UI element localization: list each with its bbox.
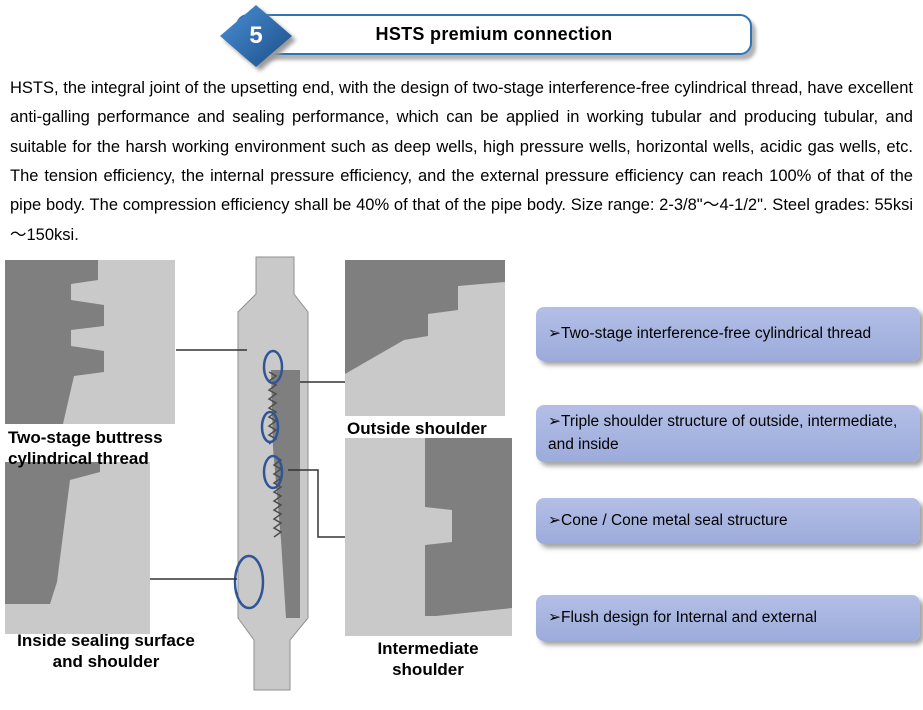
feature-text: ➢Two-stage interference-free cylindrical… <box>548 323 871 345</box>
feature-item-metal-seal: ➢Cone / Cone metal seal structure <box>536 498 920 545</box>
thread-profile-shape <box>5 260 104 425</box>
slide-header: HSTS premium connection 5 <box>0 0 923 72</box>
bullet-arrow-icon: ➢ <box>548 324 561 342</box>
feature-item-flush-design: ➢Flush design for Internal and external <box>536 595 920 642</box>
diamond-shape: 5 <box>220 5 292 67</box>
feature-label: Triple shoulder structure of outside, in… <box>548 413 898 453</box>
intermediate-shoulder-detail-image <box>345 438 512 637</box>
inside-seal-detail-image <box>5 462 150 635</box>
label-intermediate-line1: Intermediate <box>377 639 479 659</box>
highlight-ellipse-3 <box>262 454 284 490</box>
section-title-bar: HSTS premium connection <box>236 14 752 55</box>
section-number-badge: 5 <box>220 5 292 67</box>
feature-label: Flush design for Internal and external <box>561 608 817 626</box>
feature-label: Two-stage interference-free cylindrical … <box>561 324 872 342</box>
label-thread-line1: Two-stage buttress <box>8 428 163 448</box>
feature-text: ➢Flush design for Internal and external <box>548 607 817 629</box>
joint-cross-section-image <box>237 256 309 691</box>
label-inside-seal-line1: Inside sealing surface <box>17 631 195 651</box>
highlight-ellipse-2 <box>260 410 280 444</box>
highlight-ellipse-1 <box>262 349 284 385</box>
seal-surface-shape <box>5 462 100 605</box>
bullet-arrow-icon: ➢ <box>548 608 561 626</box>
label-outside-shoulder: Outside shoulder <box>347 419 487 439</box>
feature-text: ➢Triple shoulder structure of outside, i… <box>548 411 908 456</box>
connector-lines <box>150 349 345 580</box>
bullet-arrow-icon: ➢ <box>548 511 561 529</box>
outside-shoulder-shape <box>345 260 505 375</box>
label-thread: Two-stage buttress cylindrical thread <box>8 427 228 470</box>
label-intermediate-shoulder: Intermediate shoulder <box>343 638 513 681</box>
feature-item-triple-shoulder: ➢Triple shoulder structure of outside, i… <box>536 405 920 463</box>
highlight-ellipses <box>233 349 284 610</box>
label-thread-line2: cylindrical thread <box>8 449 149 469</box>
outside-shoulder-detail-image <box>345 260 505 417</box>
feature-item-thread: ➢Two-stage interference-free cylindrical… <box>536 307 920 362</box>
bullet-arrow-icon: ➢ <box>548 413 561 431</box>
feature-text: ➢Cone / Cone metal seal structure <box>548 510 788 532</box>
intermediate-shoulder-shape <box>425 438 512 617</box>
feature-label: Cone / Cone metal seal structure <box>561 511 788 529</box>
section-number: 5 <box>249 22 263 49</box>
label-intermediate-line2: shoulder <box>392 660 464 680</box>
connection-diagram-graphic <box>5 256 512 691</box>
connection-diagram: Two-stage buttress cylindrical thread Ou… <box>0 252 923 694</box>
label-inside-seal-line2: and shoulder <box>52 652 160 672</box>
intro-paragraph: HSTS, the integral joint of the upsettin… <box>10 79 913 244</box>
label-inside-seal: Inside sealing surface and shoulder <box>0 630 212 673</box>
thread-detail-image <box>5 260 175 425</box>
page-title: HSTS premium connection <box>375 24 613 44</box>
highlight-ellipse-4 <box>233 554 265 610</box>
connector-intermediate <box>288 469 345 538</box>
